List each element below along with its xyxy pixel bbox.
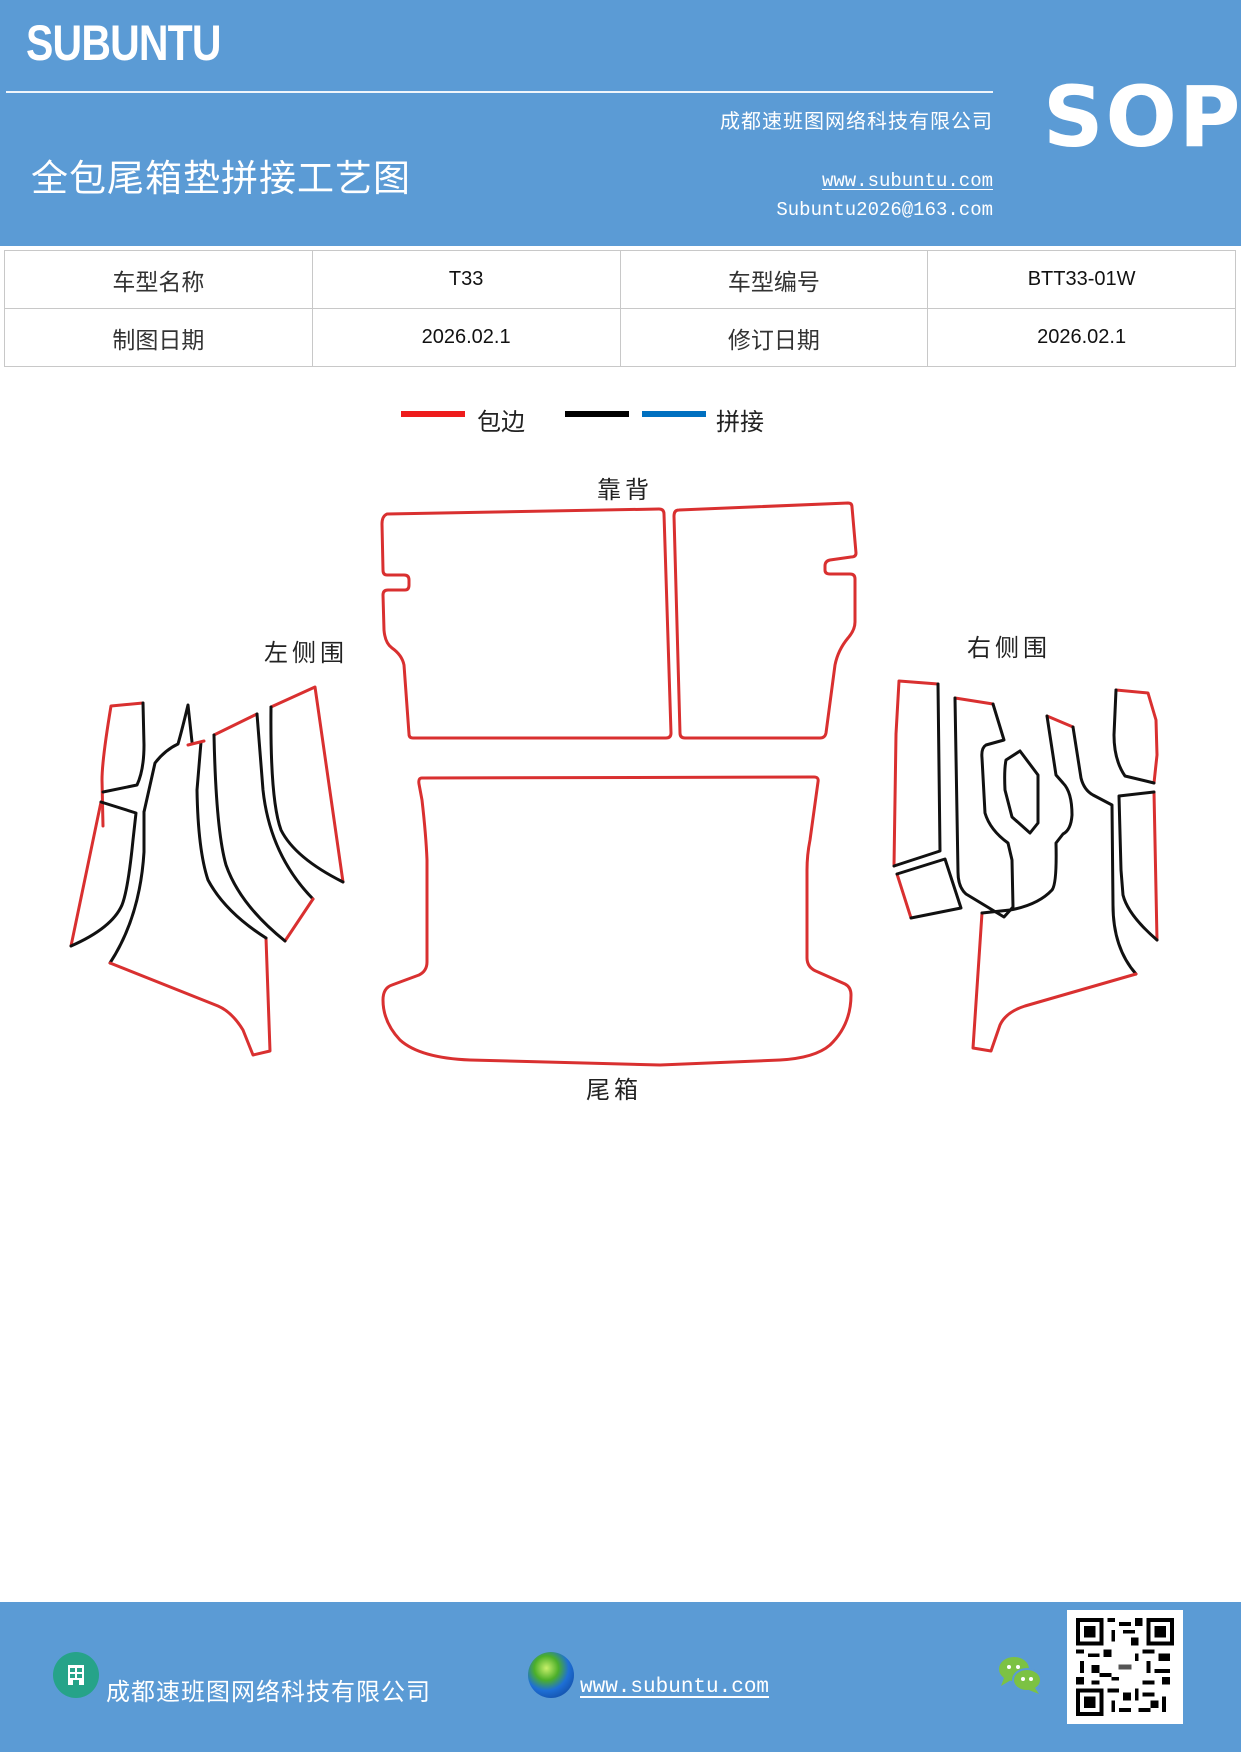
footer-banner: 成都速班图网络科技有限公司 www.subuntu.com [0,1602,1241,1752]
globe-icon [528,1652,574,1698]
draw-date-value: 2026.02.1 [311,308,621,367]
label-left-side: 左侧围 [264,639,348,667]
legend-swatch-red [401,411,465,417]
label-trunk: 尾箱 [586,1076,642,1104]
footer-website-link[interactable]: www.subuntu.com [580,1676,770,1699]
sop-badge: SOP [1043,68,1241,166]
table-row: 车型名称 T33 车型编号 BTT33-01W [4,250,1236,309]
website-link[interactable]: www.subuntu.com [821,170,993,192]
right-side-piece-1 [892,679,940,868]
header-divider [6,91,993,93]
right-side-piece-5 [1114,688,1159,785]
wechat-icon [996,1654,1044,1696]
diagram-shapes [69,501,1159,1067]
legend-swatch-black [565,411,629,417]
left-side-piece-3 [142,703,194,814]
right-side-piece-2 [895,872,913,920]
header-banner: SUBUNTU 成都速班图网络科技有限公司 全包尾箱垫拼接工艺图 www.sub… [0,0,1241,246]
footer-company-name: 成都速班图网络科技有限公司 [106,1678,431,1706]
backrest-left-panel [380,507,673,740]
email-address: Subuntu2026@163.com [776,199,993,221]
label-backrest: 靠背 [597,476,653,504]
document-title: 全包尾箱垫拼接工艺图 [31,157,411,200]
mat-cutting-diagram: 靠背 尾箱 左侧围 右侧围 [0,440,1241,1104]
right-side-piece-6 [1152,790,1159,942]
line-legend: 包边 拼接 [0,400,1241,440]
revision-date-value: 2026.02.1 [927,308,1236,367]
draw-date-label: 制图日期 [4,308,313,367]
legend-label-binding: 包边 [477,408,525,436]
left-side-piece-2 [69,800,103,948]
company-name: 成都速班图网络科技有限公司 [720,109,993,133]
legend-swatch-blue [642,411,706,417]
model-name-label: 车型名称 [4,250,313,309]
brand-logo: SUBUNTU [26,15,222,71]
legend-label-seam: 拼接 [716,408,764,436]
backrest-right-panel [672,501,858,740]
left-side-piece-4 [212,712,259,737]
left-side-piece-5 [269,685,345,884]
building-icon [53,1652,99,1698]
table-row: 制图日期 2026.02.1 修订日期 2026.02.1 [4,308,1236,367]
left-side-piece-1 [100,701,145,828]
vehicle-info-table: 车型名称 T33 车型编号 BTT33-01W 制图日期 2026.02.1 修… [4,250,1236,367]
model-name-value: T33 [311,250,621,309]
label-right-side: 右侧围 [967,634,1051,662]
model-code-label: 车型编号 [619,250,929,309]
model-code-value: BTT33-01W [927,250,1236,309]
qr-code[interactable] [1067,1610,1183,1724]
right-side-cutout [1003,749,1040,835]
revision-date-label: 修订日期 [619,308,929,367]
trunk-floor-panel [381,775,853,1067]
right-side-piece-4 [1045,714,1075,729]
right-side-piece-3 [953,696,995,706]
